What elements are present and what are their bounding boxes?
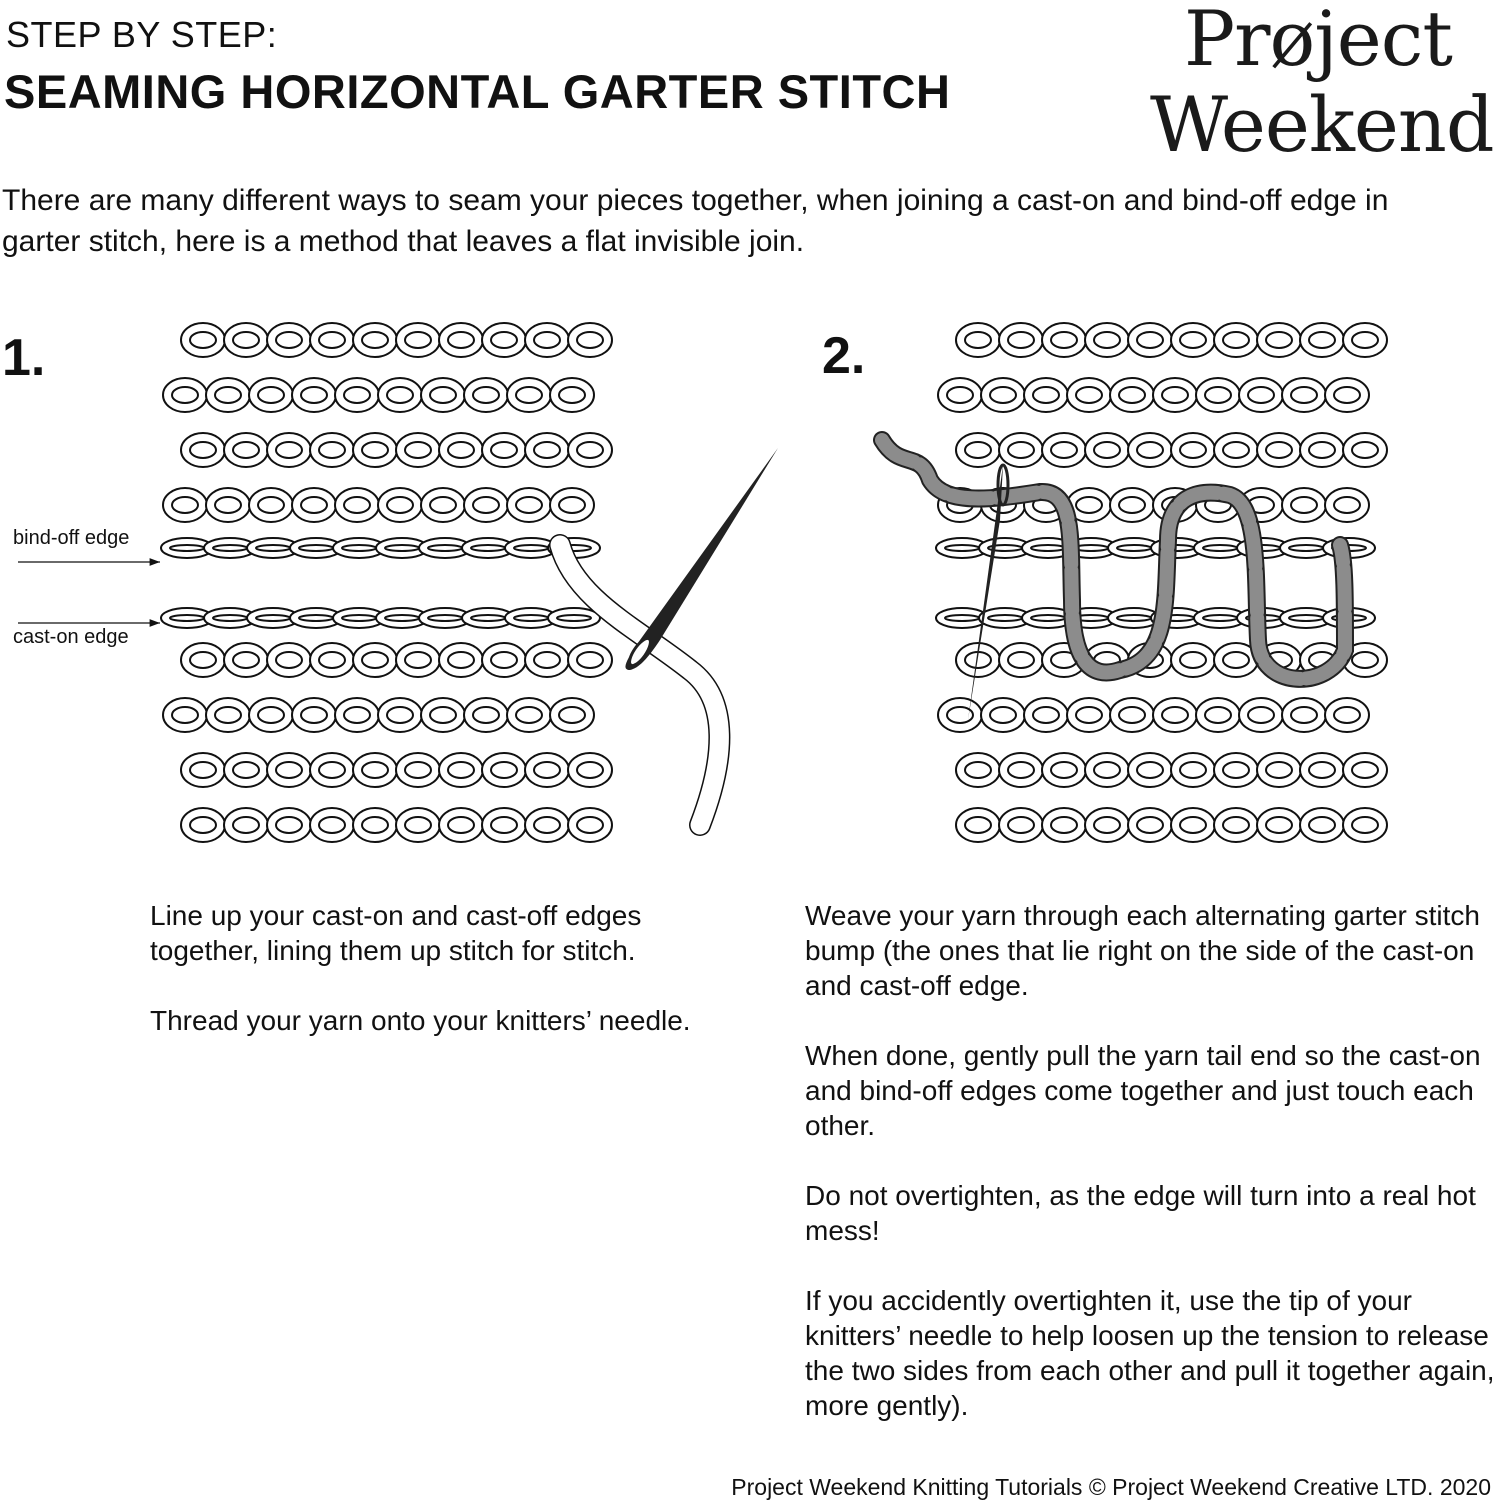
logo-line2: Weekend (1150, 80, 1494, 169)
paragraph: Line up your cast-on and cast-off edges … (150, 900, 642, 966)
step-2-instructions: Weave your yarn through each alternating… (805, 898, 1495, 1458)
step-number-1: 1. (2, 329, 46, 387)
intro-text: There are many different ways to seam yo… (2, 184, 1389, 258)
knitting-needle (625, 448, 778, 670)
kicker: STEP BY STEP: (6, 14, 278, 55)
page-title: SEAMING HORIZONTAL GARTER STITCH (4, 65, 951, 118)
footer-copyright: Project Weekend Knitting Tutorials © Pro… (731, 1474, 1491, 1500)
brand-logo: Prøject Weekend (1150, 0, 1494, 168)
cast-on-edge-label: cast-on edge (13, 626, 129, 648)
step-number-2: 2. (822, 327, 866, 385)
knitting-needle-2 (968, 465, 1003, 720)
paragraph: When done, gently pull the yarn tail end… (805, 1040, 1481, 1141)
logo-line1: Prøject (1184, 0, 1453, 83)
bind-off-edge-label: bind-off edge (13, 527, 130, 549)
paragraph: If you accidently overtighten it, use th… (805, 1285, 1495, 1421)
step-1-instructions: Line up your cast-on and cast-off edges … (150, 898, 710, 1073)
paragraph: Thread your yarn onto your knitters’ nee… (150, 1005, 691, 1036)
paragraph: Do not overtighten, as the edge will tur… (805, 1180, 1476, 1246)
paragraph: Weave your yarn through each alternating… (805, 900, 1480, 1001)
